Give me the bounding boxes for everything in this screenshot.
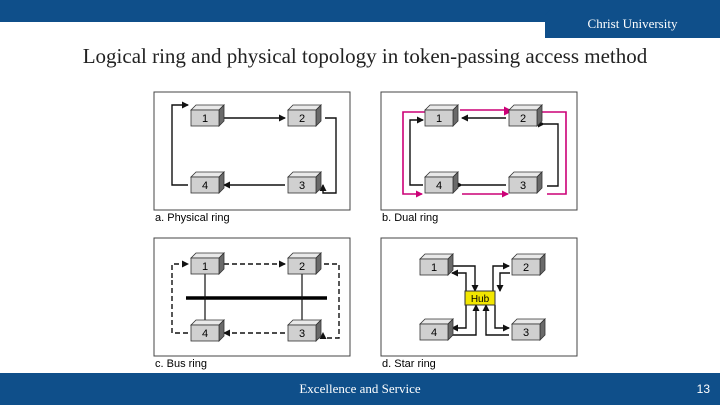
diagram-caption: d. Star ring bbox=[382, 358, 436, 370]
brand-label: Christ University bbox=[587, 16, 678, 31]
node-label: 3 bbox=[299, 180, 305, 192]
topology-diagrams: 1 2 3 4 a. Physical ring 1 2 3 4 b. Dual… bbox=[153, 91, 578, 370]
hub-label: Hub bbox=[471, 294, 490, 305]
footer-motto: Excellence and Service bbox=[299, 381, 421, 396]
node-label: 2 bbox=[523, 262, 529, 274]
slide-title: Logical ring and physical topology in to… bbox=[82, 44, 648, 68]
node-label: 2 bbox=[520, 113, 526, 125]
node-label: 1 bbox=[202, 113, 208, 125]
diagram-caption: b. Dual ring bbox=[382, 212, 438, 224]
node-label: 1 bbox=[436, 113, 442, 125]
node-label: 1 bbox=[202, 261, 208, 273]
star-ring-diagram: Hub 1 2 3 4 d. Star ring bbox=[380, 237, 578, 370]
diagram-caption: a. Physical ring bbox=[155, 212, 230, 224]
header-bar bbox=[0, 0, 720, 22]
hub-box bbox=[464, 290, 496, 306]
page-number: 13 bbox=[696, 382, 710, 396]
node-label: 1 bbox=[431, 262, 437, 274]
node-label: 2 bbox=[299, 113, 305, 125]
node-label: 3 bbox=[523, 327, 529, 339]
node-label: 4 bbox=[436, 180, 442, 192]
header-tab bbox=[545, 10, 720, 38]
node-label: 4 bbox=[202, 180, 208, 192]
node-label: 2 bbox=[299, 261, 305, 273]
dual-ring-diagram: 1 2 3 4 b. Dual ring bbox=[380, 91, 578, 224]
node-label: 4 bbox=[202, 328, 208, 340]
node-label: 3 bbox=[299, 328, 305, 340]
physical-ring-diagram: 1 2 3 4 a. Physical ring bbox=[153, 91, 351, 224]
footer-bar bbox=[0, 373, 720, 405]
bus-ring-diagram: 1 2 3 4 c. Bus ring bbox=[153, 237, 351, 370]
node-label: 4 bbox=[431, 327, 437, 339]
topology-figure: 1 2 3 4 a. Physical ring 1 2 3 4 b. Dual… bbox=[140, 88, 595, 374]
node-label: 3 bbox=[520, 180, 526, 192]
diagram-caption: c. Bus ring bbox=[155, 358, 207, 370]
